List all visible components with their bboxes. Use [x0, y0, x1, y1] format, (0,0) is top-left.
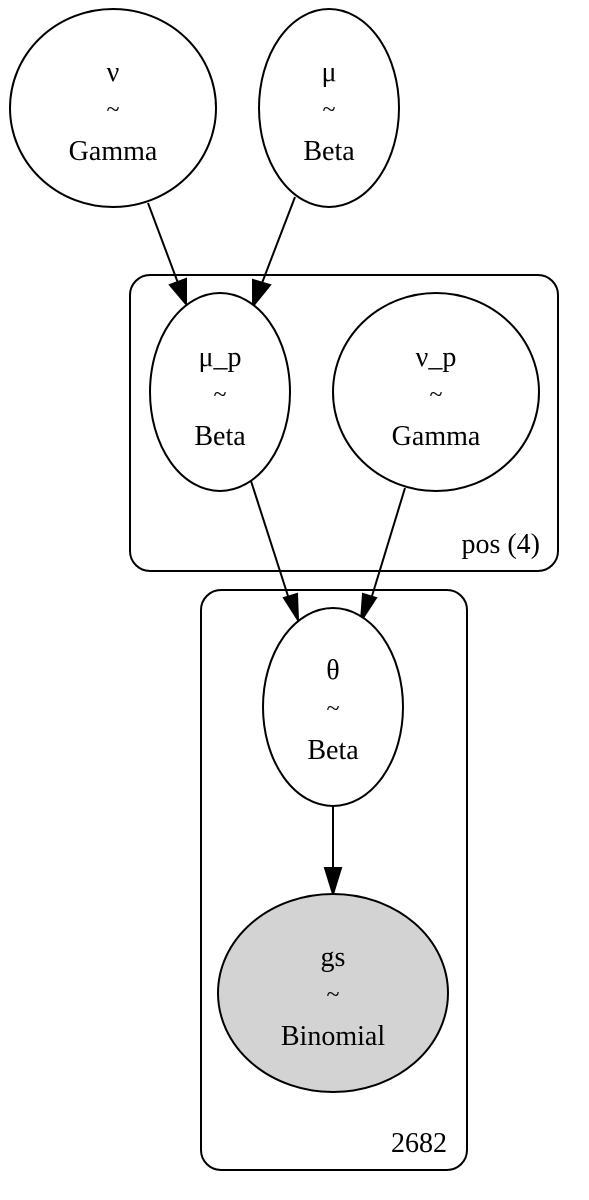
- arrowhead-icon: [252, 278, 272, 309]
- edge-theta-to-gs: [323, 806, 343, 898]
- plate-pos-frame: [129, 274, 559, 572]
- edge-line: [250, 480, 289, 597]
- node-name: ν: [107, 57, 120, 88]
- node-nu[interactable]: ν ~ Gamma: [9, 8, 217, 208]
- edge-nu-to-mu-p: [147, 202, 187, 307]
- plate-pos-label: pos (4): [461, 529, 540, 560]
- node-separator: ~: [430, 382, 443, 408]
- plate-obs-frame: [200, 589, 468, 1171]
- node-distribution: Beta: [194, 421, 246, 452]
- node-separator: ~: [107, 97, 120, 123]
- node-ellipse: [9, 8, 217, 208]
- arrowhead-icon: [360, 592, 378, 622]
- node-separator: ~: [327, 696, 340, 722]
- node-separator: ~: [323, 97, 336, 123]
- edge-line: [147, 202, 179, 284]
- node-ellipse: [217, 893, 449, 1093]
- node-gs[interactable]: gs ~ Binomial: [217, 893, 449, 1093]
- plate-obs-label: 2682: [391, 1128, 447, 1159]
- node-nu-p[interactable]: ν_p ~ Gamma: [332, 292, 540, 492]
- arrowhead-icon: [168, 277, 187, 307]
- node-ellipse: [258, 8, 400, 208]
- arrowhead-icon: [323, 867, 343, 898]
- node-distribution: Beta: [307, 735, 359, 766]
- node-name: μ: [321, 57, 336, 88]
- edge-mu-to-mu-p: [252, 196, 296, 309]
- node-mu[interactable]: μ ~ Beta: [258, 8, 400, 208]
- node-ellipse: [332, 292, 540, 492]
- node-distribution: Beta: [303, 136, 355, 167]
- node-name: μ_p: [198, 342, 241, 373]
- node-ellipse: [149, 292, 291, 492]
- edge-line: [261, 196, 296, 284]
- node-theta[interactable]: θ ~ Beta: [262, 607, 404, 807]
- node-distribution: Gamma: [392, 421, 481, 452]
- node-separator: ~: [214, 382, 227, 408]
- edge-mu-p-to-theta: [250, 480, 300, 624]
- node-separator: ~: [327, 982, 340, 1008]
- node-name: θ: [326, 655, 339, 686]
- edge-line: [371, 487, 406, 597]
- node-distribution: Gamma: [69, 136, 158, 167]
- plate-obs: 2682: [200, 589, 468, 1171]
- node-name: ν_p: [416, 342, 457, 373]
- node-ellipse: [262, 607, 404, 807]
- arrowhead-icon: [282, 592, 300, 624]
- node-mu-p[interactable]: μ_p ~ Beta: [149, 292, 291, 492]
- plate-pos: pos (4): [129, 274, 559, 572]
- node-name: gs: [321, 942, 346, 973]
- node-distribution: Binomial: [281, 1021, 385, 1052]
- edge-nu-p-to-theta: [360, 487, 406, 622]
